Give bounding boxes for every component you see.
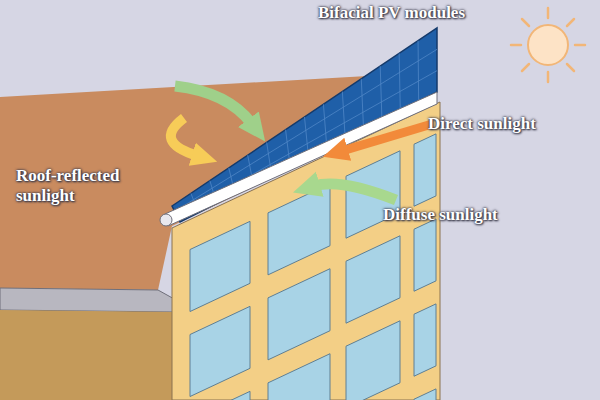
window	[414, 219, 436, 291]
window	[268, 269, 330, 360]
pv-cell-grid	[175, 41, 437, 217]
window	[414, 134, 436, 206]
cell-line	[361, 79, 363, 129]
cell-line	[380, 66, 382, 120]
rail-end	[160, 214, 172, 226]
window	[346, 321, 400, 400]
reflected-arrow-green	[175, 86, 252, 124]
side-wall	[0, 310, 176, 400]
cell-line	[342, 92, 345, 139]
window	[268, 354, 330, 400]
callout-label: Bifacial PV modules	[318, 3, 488, 23]
reflected-arrow-yellow	[171, 118, 198, 156]
diffuse-arrow	[314, 184, 396, 200]
cell-line	[399, 53, 400, 110]
window	[414, 389, 436, 400]
window	[346, 236, 400, 323]
direct-arrow	[342, 124, 432, 151]
callout-label: Direct sunlight	[428, 114, 588, 134]
window	[268, 184, 330, 275]
window	[190, 221, 250, 311]
callout-label: Roof-reflected sunlight	[16, 166, 146, 205]
window	[190, 306, 250, 396]
window	[190, 391, 250, 400]
window	[414, 304, 436, 376]
roof-parapet	[0, 288, 176, 312]
callout-label: Diffuse sunlight	[383, 205, 543, 225]
cell-line	[175, 49, 437, 211]
sun	[511, 8, 585, 82]
cell-line	[418, 41, 420, 102]
